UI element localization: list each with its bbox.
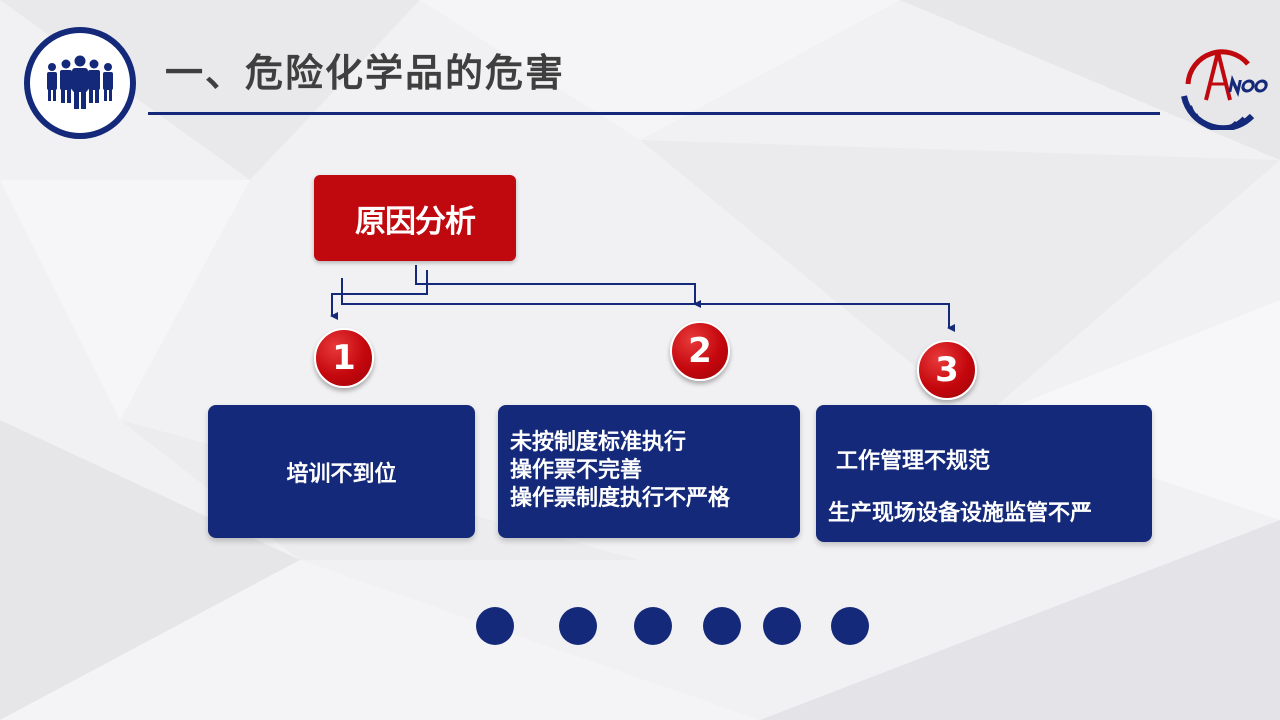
cause-2-line-2: 操作票不完善 (510, 458, 643, 483)
cause-card-3: 工作管理不规范 生产现场设备设施监管不严 (816, 405, 1152, 542)
page-dot-6[interactable] (831, 607, 869, 645)
cause-2-line-1: 未按制度标准执行 (510, 430, 687, 455)
cause-2-line-3: 操作票制度执行不严格 (510, 486, 731, 511)
page-dot-1[interactable] (476, 607, 514, 645)
page-dot-5[interactable] (763, 607, 801, 645)
cause-1-line-1: 培训不到位 (286, 461, 397, 487)
cause-analysis-box: 原因分析 (314, 175, 516, 261)
cnooc-logo-icon (1181, 49, 1268, 130)
title-divider (148, 112, 1160, 115)
cause-3-line-2: 生产现场设备设施监管不严 (828, 501, 1093, 526)
cause-card-2: 未按制度标准执行 操作票不完善 操作票制度执行不严格 (498, 405, 800, 538)
people-group-icon (24, 27, 136, 139)
number-badge-2: 2 (670, 321, 730, 381)
page-title: 一、危险化学品的危害 (165, 51, 566, 95)
number-badge-1: 1 (314, 328, 374, 388)
page-dot-3[interactable] (634, 607, 672, 645)
page-dot-4[interactable] (703, 607, 741, 645)
number-badge-3: 3 (917, 340, 977, 400)
page-dot-2[interactable] (559, 607, 597, 645)
cause-3-line-1: 工作管理不规范 (836, 449, 991, 474)
cause-card-1: 培训不到位 (208, 405, 475, 538)
